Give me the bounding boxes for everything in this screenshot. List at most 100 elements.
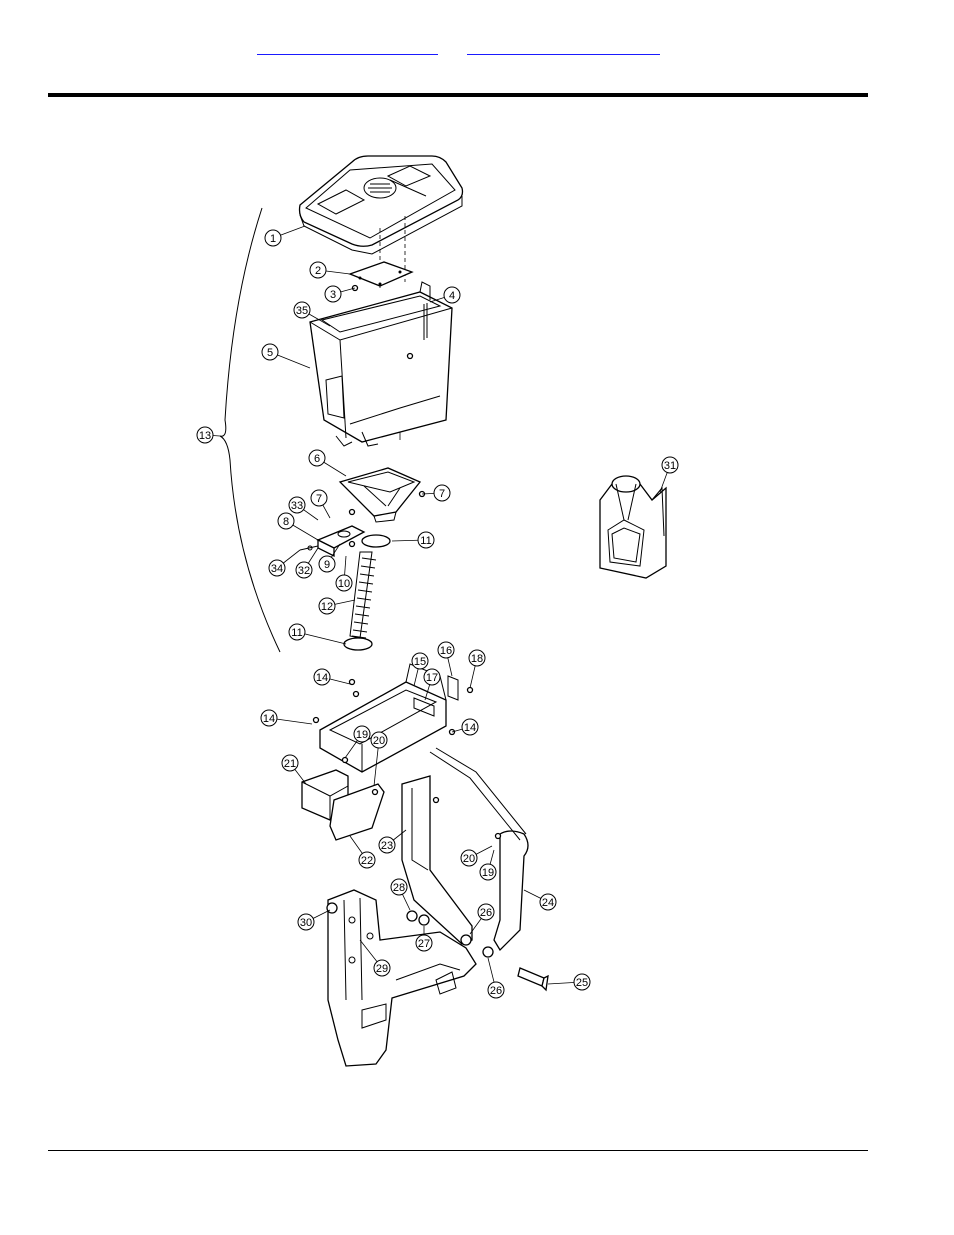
header-rule <box>48 93 868 97</box>
callout-label: 27 <box>418 938 430 950</box>
callout-label: 29 <box>376 963 388 975</box>
callout-30: 30 <box>297 909 331 931</box>
callout-19: 19 <box>344 725 371 759</box>
hardware-items <box>312 284 502 958</box>
callout-25: 25 <box>547 973 591 991</box>
callout-27: 27 <box>415 926 433 952</box>
lower-bracket <box>329 783 385 841</box>
callout-8: 8 <box>277 512 319 541</box>
callout-label: 2 <box>315 265 321 277</box>
mounting-plate <box>348 261 414 287</box>
callout-label: 28 <box>393 882 405 894</box>
callout-1: 1 <box>264 225 306 247</box>
callout-label: 4 <box>449 290 455 302</box>
callout-label: 20 <box>463 853 475 865</box>
callout-label: 6 <box>314 453 320 465</box>
callout-label: 31 <box>664 460 676 472</box>
callout-5: 5 <box>261 343 311 369</box>
callout-26: 26 <box>469 903 495 935</box>
seed-tube <box>349 551 377 639</box>
callout-20: 20 <box>460 845 493 867</box>
callout-22: 22 <box>349 835 376 869</box>
callout-26: 26 <box>487 957 505 999</box>
callout-label: 24 <box>542 897 554 909</box>
callout-33: 33 <box>288 496 319 521</box>
callout-label: 30 <box>300 917 312 929</box>
callout-label: 3 <box>330 289 336 301</box>
callout-label: 35 <box>296 305 308 317</box>
callout-label: 11 <box>291 627 302 639</box>
callout-7: 7 <box>310 489 331 519</box>
callout-label: 21 <box>284 758 296 770</box>
callout-label: 9 <box>324 559 330 571</box>
callout-35: 35 <box>293 301 331 327</box>
assembly-brace <box>219 207 281 653</box>
callout-label: 17 <box>426 672 438 684</box>
pivot-bolt <box>517 967 549 992</box>
callout-18: 18 <box>468 649 486 689</box>
footer-rule <box>48 1150 868 1151</box>
callout-21: 21 <box>281 754 307 785</box>
lubricant-jug <box>599 475 667 579</box>
callout-31: 31 <box>659 456 679 493</box>
callout-label: 34 <box>271 563 283 575</box>
callout-28: 28 <box>390 878 411 911</box>
drive-arm <box>401 775 473 945</box>
callout-label: 5 <box>267 347 273 359</box>
callout-label: 14 <box>464 722 476 734</box>
callout-11: 11 <box>288 623 347 645</box>
callout-13: 13 <box>196 426 221 444</box>
parallel-arm <box>429 747 529 952</box>
callout-6: 6 <box>308 449 347 477</box>
hose-clamp-upper <box>361 534 391 548</box>
callout-12: 12 <box>318 597 356 615</box>
funnel <box>338 467 422 523</box>
callout-2: 2 <box>309 261 351 279</box>
callout-10: 10 <box>335 555 353 592</box>
callout-label: 32 <box>298 565 310 577</box>
callout-label: 13 <box>199 430 211 442</box>
callout-20: 20 <box>370 731 388 787</box>
callout-14: 14 <box>260 709 313 727</box>
header-link-2[interactable] <box>467 44 660 55</box>
callout-label: 19 <box>356 729 368 741</box>
callout-29: 29 <box>359 939 391 977</box>
callout-label: 11 <box>420 535 431 547</box>
callout-9: 9 <box>318 543 341 573</box>
callout-label: 15 <box>414 656 426 668</box>
callout-23: 23 <box>378 829 407 854</box>
callout-24: 24 <box>523 889 557 911</box>
callout-16: 16 <box>437 641 455 677</box>
callout-label: 14 <box>316 672 328 684</box>
callout-label: 1 <box>270 233 276 245</box>
callout-32: 32 <box>295 547 319 579</box>
callout-label: 10 <box>338 578 350 590</box>
callout-19: 19 <box>479 849 497 881</box>
hopper-lid <box>298 155 464 255</box>
header-link-1[interactable] <box>257 44 438 55</box>
callout-label: 12 <box>321 601 333 613</box>
callout-14: 14 <box>451 718 479 736</box>
seed-hopper <box>309 281 453 447</box>
callout-14: 14 <box>313 668 351 686</box>
callout-4: 4 <box>429 286 461 304</box>
callout-label: 33 <box>291 500 303 512</box>
callout-11: 11 <box>391 531 435 549</box>
callout-7: 7 <box>421 484 451 502</box>
callout-label: 26 <box>480 907 492 919</box>
callout-label: 8 <box>283 516 289 528</box>
hose-clamp-lower <box>343 637 373 651</box>
callout-label: 23 <box>381 840 393 852</box>
callout-17: 17 <box>423 668 441 701</box>
callout-label: 14 <box>263 713 275 725</box>
callout-label: 25 <box>576 977 588 989</box>
callout-label: 7 <box>316 493 322 505</box>
callout-label: 18 <box>471 653 483 665</box>
callout-label: 26 <box>490 985 502 997</box>
callout-label: 19 <box>482 867 494 879</box>
tube-bracket <box>299 525 366 558</box>
callout-label: 7 <box>439 488 445 500</box>
callout-3: 3 <box>324 285 356 303</box>
row-unit-frame <box>327 889 477 1067</box>
